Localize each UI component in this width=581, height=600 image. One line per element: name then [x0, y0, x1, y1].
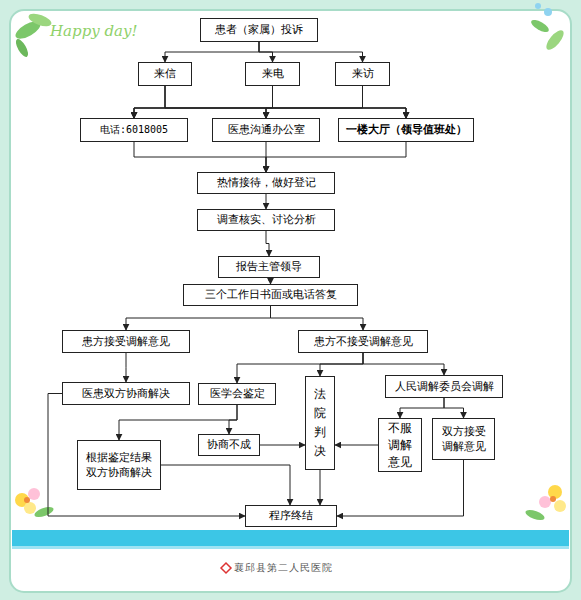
flow-arrow — [271, 306, 364, 330]
flow-arrow — [126, 353, 127, 382]
process-box: 电话:6018005 — [80, 118, 188, 142]
flow-arrow — [363, 86, 407, 118]
process-box: 来访 — [335, 62, 390, 86]
footer-text: 襄邱县第二人民医院 — [234, 561, 333, 575]
box-text: 医患沟通办公室 — [228, 123, 305, 137]
process-box: 患方接受调解意见 — [62, 330, 190, 353]
process-box: 热情接待，做好登记 — [197, 172, 335, 194]
box-text: 人民调解委员会调解 — [395, 380, 494, 394]
flow-arrow — [266, 231, 269, 256]
flow-arrow — [266, 142, 406, 172]
process-box: 协商不成 — [198, 434, 260, 456]
box-text: 根据鉴定结果双方协商解决 — [82, 450, 156, 480]
box-text: 协商不成 — [207, 438, 251, 452]
flow-arrow — [134, 86, 165, 118]
hospital-logo — [221, 563, 231, 573]
flower-decoration — [15, 3, 566, 522]
box-text: 患方接受调解意见 — [82, 335, 170, 349]
process-box: 人民调解委员会调解 — [385, 375, 503, 398]
flow-arrow — [161, 465, 290, 505]
process-box: 来电 — [245, 62, 300, 86]
box-text: 电话:6018005 — [100, 123, 168, 137]
flow-arrow — [259, 42, 363, 62]
process-box: 程序终结 — [245, 505, 337, 527]
box-text: 三个工作日书面或电话答复 — [205, 288, 337, 302]
flow-arrow — [229, 405, 237, 434]
process-box: 医学会鉴定 — [198, 383, 276, 405]
box-text: 医学会鉴定 — [210, 387, 265, 401]
flow-arrow — [363, 353, 444, 375]
cyan-band — [12, 530, 569, 546]
box-text: 来信 — [154, 67, 176, 81]
process-box: 根据鉴定结果双方协商解决 — [77, 440, 161, 490]
flow-arrow — [126, 306, 271, 330]
flow-arrow — [260, 445, 305, 446]
box-text: 不服调解意见 — [385, 420, 415, 471]
process-box: 调查核实、讨论分析 — [197, 209, 335, 231]
flow-arrow — [134, 86, 273, 118]
process-box: 三个工作日书面或电话答复 — [183, 284, 358, 306]
box-text: 热情接待，做好登记 — [217, 176, 316, 190]
process-box: 患方不接受调解意见 — [298, 330, 428, 353]
flow-arrow — [266, 86, 273, 118]
inner-panel — [10, 10, 571, 592]
box-text: 程序终结 — [269, 509, 313, 523]
box-text: 患者（家属）投诉 — [215, 23, 303, 37]
process-box: 医患双方协商解决 — [62, 382, 190, 405]
process-box: 不服调解意见 — [378, 418, 422, 472]
process-box: 患者（家属）投诉 — [200, 18, 318, 42]
flow-arrow — [165, 42, 259, 62]
flow-arrow — [320, 353, 363, 376]
process-box: 法院判决 — [305, 376, 335, 470]
decorative-text: Happy day! — [50, 22, 138, 40]
cyan-band-edge — [12, 546, 569, 549]
flow-arrow — [134, 86, 363, 118]
flow-arrow — [165, 86, 406, 118]
flow-arrow — [134, 142, 266, 172]
process-box: 来信 — [138, 62, 192, 86]
box-text: 报告主管领导 — [236, 260, 302, 274]
flow-arrow — [320, 470, 321, 505]
box-text: 一楼大厅（领导值班处） — [346, 123, 467, 137]
box-text: 双方接受调解意见 — [437, 424, 490, 454]
process-box: 一楼大厅（领导值班处） — [338, 118, 474, 142]
flow-arrow — [444, 398, 464, 418]
flow-arrow — [266, 86, 363, 118]
flow-arrow — [335, 445, 378, 446]
process-box: 双方接受调解意见 — [432, 418, 495, 460]
box-text: 来电 — [262, 67, 284, 81]
box-text: 患方不接受调解意见 — [314, 335, 413, 349]
process-box: 医患沟通办公室 — [212, 118, 320, 142]
flow-arrow — [266, 194, 267, 209]
flow-arrow — [273, 86, 407, 118]
process-box: 报告主管领导 — [218, 256, 320, 278]
box-text: 来访 — [352, 67, 374, 81]
flow-arrow — [400, 398, 444, 418]
box-text: 法院判决 — [314, 385, 326, 461]
box-text: 医患双方协商解决 — [82, 387, 170, 401]
box-text: 调查核实、讨论分析 — [217, 213, 316, 227]
flow-arrow — [165, 86, 266, 118]
flow-arrow — [237, 353, 363, 383]
